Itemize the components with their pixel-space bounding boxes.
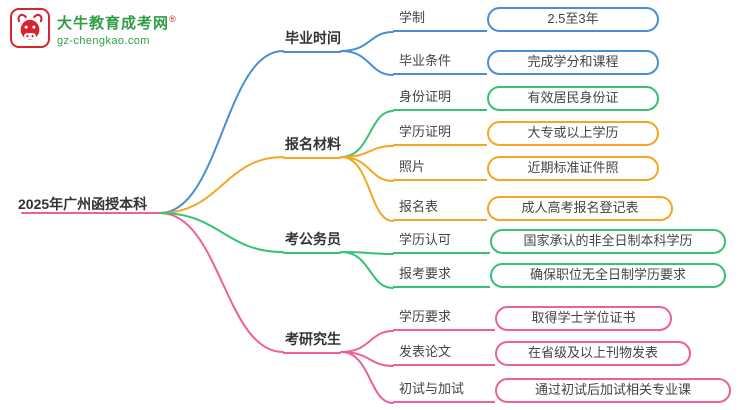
leaf-row-degree-requirement: 学历要求 取得学士学位证书 [393, 306, 672, 331]
leaf-value-box: 近期标准证件照 [487, 156, 659, 181]
site-logo[interactable]: 大牛教育成考网® gz-chengkao.com [10, 8, 177, 48]
leaf-label: 初试与加试 [393, 381, 495, 403]
leaf-row-initial-and-extra-tests: 初试与加试 通过初试后加试相关专业课 [393, 378, 731, 403]
leaf-value-box: 国家承认的非全日制本科学历 [490, 229, 726, 254]
logo-text: 大牛教育成考网® gz-chengkao.com [57, 10, 177, 47]
registered-mark: ® [169, 13, 177, 24]
branch-node-enrollment-materials: 报名材料 [283, 136, 341, 159]
branch-node-postgraduate-exam: 考研究生 [283, 331, 341, 354]
leaf-value-box: 2.5至3年 [487, 7, 659, 32]
leaf-value-box: 在省级及以上刊物发表 [495, 341, 691, 366]
leaf-value-box: 确保职位无全日制学历要求 [490, 263, 726, 288]
leaf-value-box: 大专或以上学历 [487, 121, 659, 146]
leaf-row-study-duration: 学制 2.5至3年 [393, 7, 659, 32]
leaf-label: 报名表 [393, 199, 487, 221]
leaf-label: 发表论文 [393, 344, 495, 366]
leaf-row-application-requirements: 报考要求 确保职位无全日制学历要求 [393, 263, 726, 288]
leaf-label: 学制 [393, 10, 487, 32]
leaf-label: 身份证明 [393, 89, 487, 111]
bull-logo-icon [10, 8, 50, 48]
brand-domain: gz-chengkao.com [57, 34, 150, 47]
leaf-row-registration-form: 报名表 成人高考报名登记表 [393, 196, 673, 221]
leaf-row-identity-proof: 身份证明 有效居民身份证 [393, 86, 659, 111]
leaf-label: 学历认可 [393, 232, 490, 254]
leaf-row-graduation-conditions: 毕业条件 完成学分和课程 [393, 50, 659, 75]
leaf-value-box: 取得学士学位证书 [495, 306, 672, 331]
leaf-label: 学历证明 [393, 124, 487, 146]
leaf-row-education-proof: 学历证明 大专或以上学历 [393, 121, 659, 146]
branch-node-graduation-time: 毕业时间 [283, 30, 341, 53]
branch-node-civil-service-exam: 考公务员 [283, 231, 341, 254]
leaf-value-box: 成人高考报名登记表 [487, 196, 673, 221]
leaf-value-box: 有效居民身份证 [487, 86, 659, 111]
brand-name-text: 大牛教育成考网 [57, 14, 170, 32]
brand-name: 大牛教育成考网® [57, 10, 177, 33]
leaf-value-box: 通过初试后加试相关专业课 [495, 378, 731, 403]
leaf-label: 学历要求 [393, 309, 495, 331]
leaf-value-box: 完成学分和课程 [487, 50, 659, 75]
root-node: 2025年广州函授本科 [18, 196, 148, 212]
leaf-label: 毕业条件 [393, 53, 487, 75]
leaf-row-photo: 照片 近期标准证件照 [393, 156, 659, 181]
leaf-label: 报考要求 [393, 266, 490, 288]
leaf-label: 照片 [393, 159, 487, 181]
leaf-row-publish-papers: 发表论文 在省级及以上刊物发表 [393, 341, 691, 366]
leaf-row-degree-recognition: 学历认可 国家承认的非全日制本科学历 [393, 229, 726, 254]
